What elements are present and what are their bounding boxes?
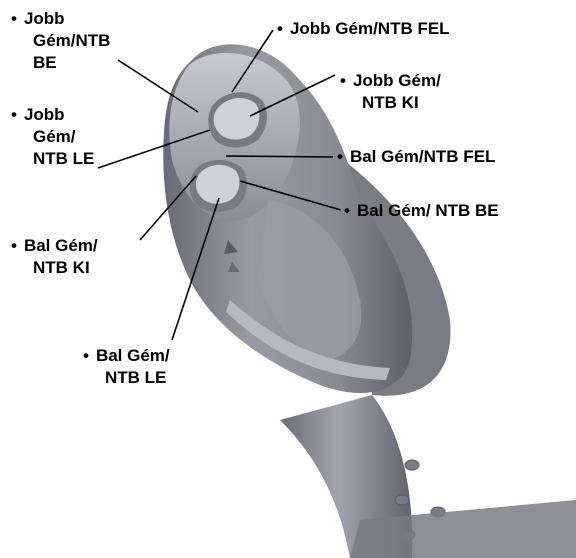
label-right-boom-up: •Jobb Gém/NTB FEL — [277, 18, 450, 40]
label-right-boom-out: •Jobb Gém/ NTB KI — [340, 70, 441, 114]
label-left-boom-out: •Bal Gém/ NTB KI — [11, 235, 98, 279]
label-left-boom-in: •Bal Gém/ NTB BE — [344, 200, 499, 222]
label-right-boom-down: •Jobb Gém/ NTB LE — [11, 104, 94, 170]
leader-left-boom-up — [226, 156, 333, 157]
rocker-switch-lower — [190, 160, 247, 212]
label-left-boom-down: •Bal Gém/ NTB LE — [83, 345, 170, 389]
label-right-boom-in: •Jobb Gém/NTB BE — [11, 8, 110, 74]
joystick-handle-icon — [163, 44, 450, 558]
label-left-boom-up: •Bal Gém/NTB FEL — [337, 146, 495, 168]
